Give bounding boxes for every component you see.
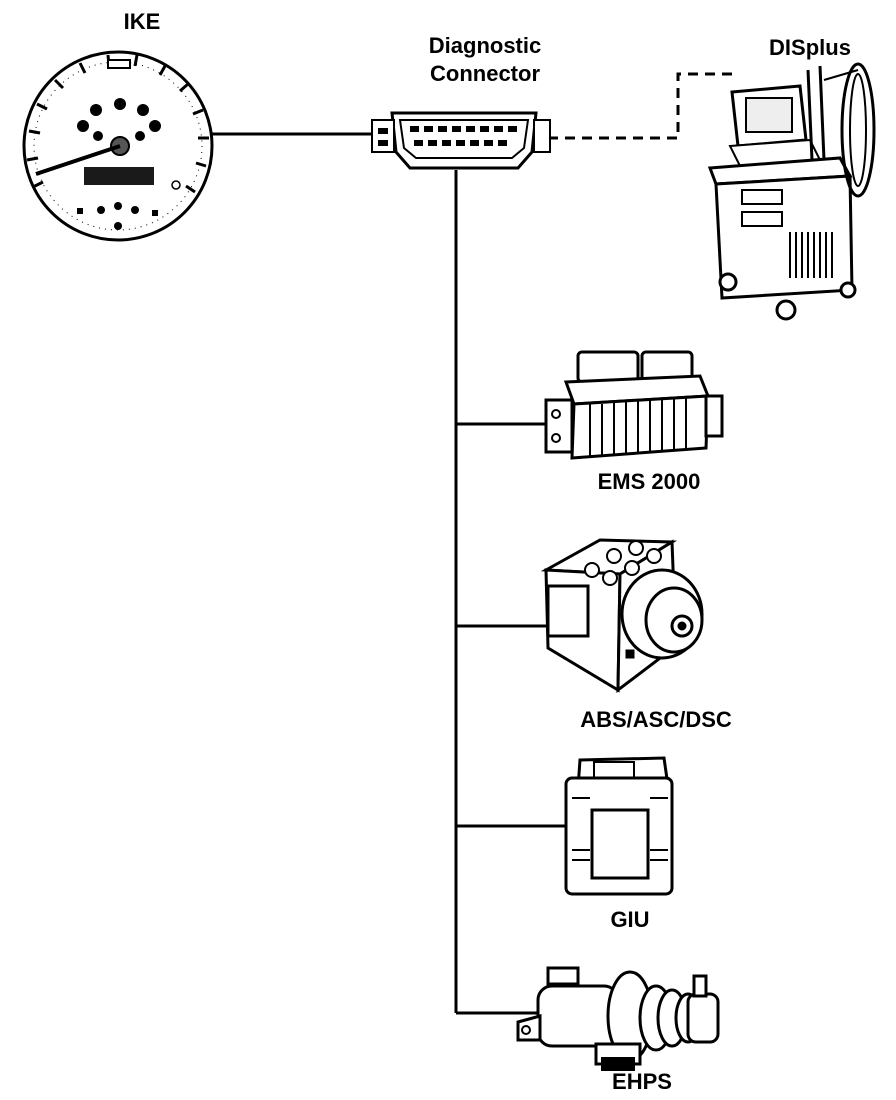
- abs-label: ABS/ASC/DSC: [580, 707, 732, 732]
- ehps-label: EHPS: [612, 1069, 672, 1094]
- abs-unit-icon: [540, 538, 704, 694]
- bus-lines: [212, 132, 566, 1015]
- diagnostic-cart-icon: [707, 62, 876, 321]
- ecu-module-icon: [544, 350, 724, 460]
- ike-label: IKE: [123, 9, 161, 34]
- giu-label: GIU: [610, 907, 650, 932]
- ems-label: EMS 2000: [597, 469, 701, 494]
- speedometer-icon: [22, 50, 214, 242]
- connector-to-displus-dashed-line: [548, 72, 736, 140]
- pump-motor-icon: [516, 966, 720, 1071]
- diagnostic-connector-label: Diagnostic Connector: [400, 32, 570, 88]
- diagnostic-connector-label-line1: Diagnostic: [428, 33, 542, 58]
- displus-label: DISplus: [769, 35, 851, 60]
- diagnostic-connector-label-line2: Connector: [430, 61, 540, 86]
- obd-connector-icon: [371, 111, 551, 170]
- giu-module-icon: [564, 756, 674, 896]
